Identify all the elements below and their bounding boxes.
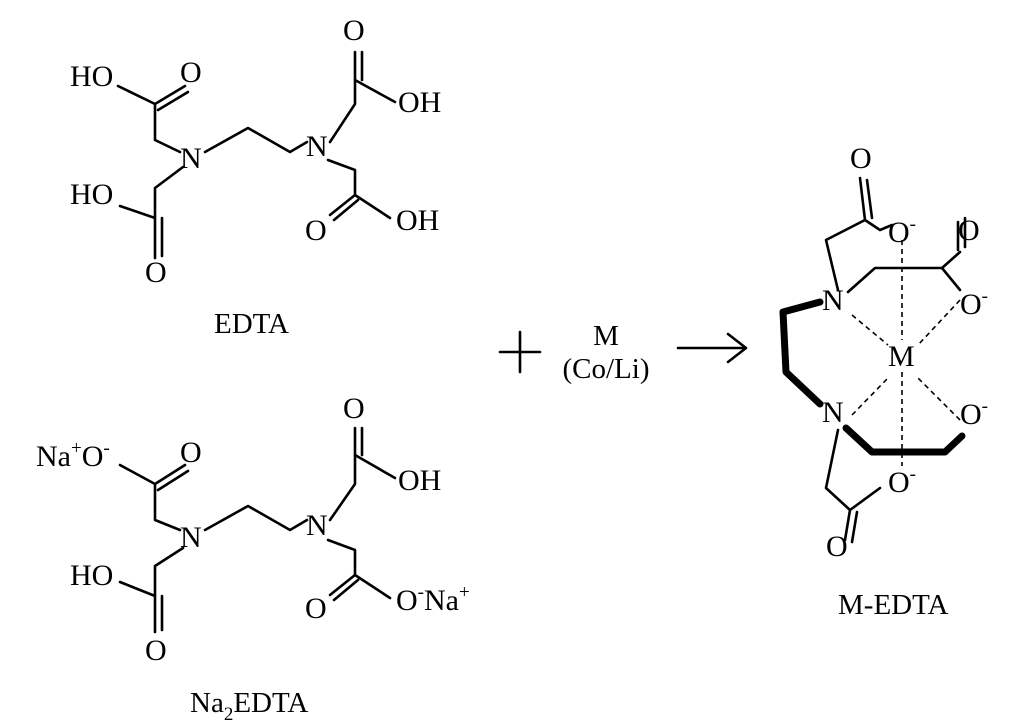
medta-metal: M	[888, 340, 915, 373]
reagent-metal: M	[593, 320, 619, 352]
medta-o-right-top: O	[958, 214, 980, 247]
medta-bold-arm	[842, 424, 966, 456]
edta-o-top-right: O	[343, 14, 365, 47]
na2edta-o-top-right: O	[343, 392, 365, 425]
reaction-arrow	[676, 332, 748, 364]
na2edta-o-bottom-left: O	[145, 634, 167, 667]
edta-ho-bottom: HO	[70, 178, 113, 211]
medta-o-minus-right: O-	[960, 286, 988, 321]
na2edta-n-right: N	[306, 509, 328, 542]
medta-label: M-EDTA	[838, 589, 948, 621]
medta-o-minus-top: O-	[888, 214, 916, 249]
medta-coordination-bonds	[851, 240, 961, 466]
edta-label: EDTA	[214, 308, 289, 340]
edta-n-left: N	[180, 142, 202, 175]
edta-ho-top: HO	[70, 60, 113, 93]
edta-o-top-left: O	[180, 56, 202, 89]
edta-n-right: N	[306, 130, 328, 163]
medta-bonds	[824, 176, 967, 544]
edta-oh-bottom: OH	[396, 204, 439, 237]
plus-sign	[498, 330, 542, 374]
na2edta-oh-top: OH	[398, 464, 441, 497]
edta-o-bottom-left: O	[145, 256, 167, 289]
reagent-metals: (Co/Li)	[563, 353, 650, 385]
na2edta-label: Na2EDTA	[190, 687, 308, 725]
na2edta-na-top: Na+O-	[36, 438, 110, 473]
medta-o-minus-bottom-right: O-	[960, 396, 988, 431]
medta-o-minus-bottom: O-	[888, 464, 916, 499]
reaction-conditions: M (Co/Li)	[498, 320, 748, 385]
na2edta-n-left: N	[180, 521, 202, 554]
edta-structure: HO O O OH N N HO O OH O EDTA	[70, 14, 441, 340]
medta-ethylene-bridge	[779, 298, 824, 408]
medta-n-bottom: N	[822, 396, 844, 429]
edta-bonds	[116, 50, 397, 260]
na2edta-ho-bottom: HO	[70, 559, 113, 592]
medta-n-top: N	[822, 284, 844, 317]
na2edta-o-top-left: O	[180, 436, 202, 469]
na2edta-o-na-bottom: O-Na+	[396, 582, 470, 617]
medta-o-top: O	[850, 142, 872, 175]
na2edta-bonds	[118, 426, 397, 634]
medta-o-bottom: O	[826, 530, 848, 563]
edta-oh-top: OH	[398, 86, 441, 119]
na2edta-structure: Na+O- O O OH N N HO O O-Na+ O Na2EDTA	[36, 392, 470, 725]
edta-o-bottom-right: O	[305, 214, 327, 247]
medta-structure: O O- O N O- M N O- O- O M-EDTA	[779, 142, 988, 621]
na2edta-o-bottom-right: O	[305, 592, 327, 625]
